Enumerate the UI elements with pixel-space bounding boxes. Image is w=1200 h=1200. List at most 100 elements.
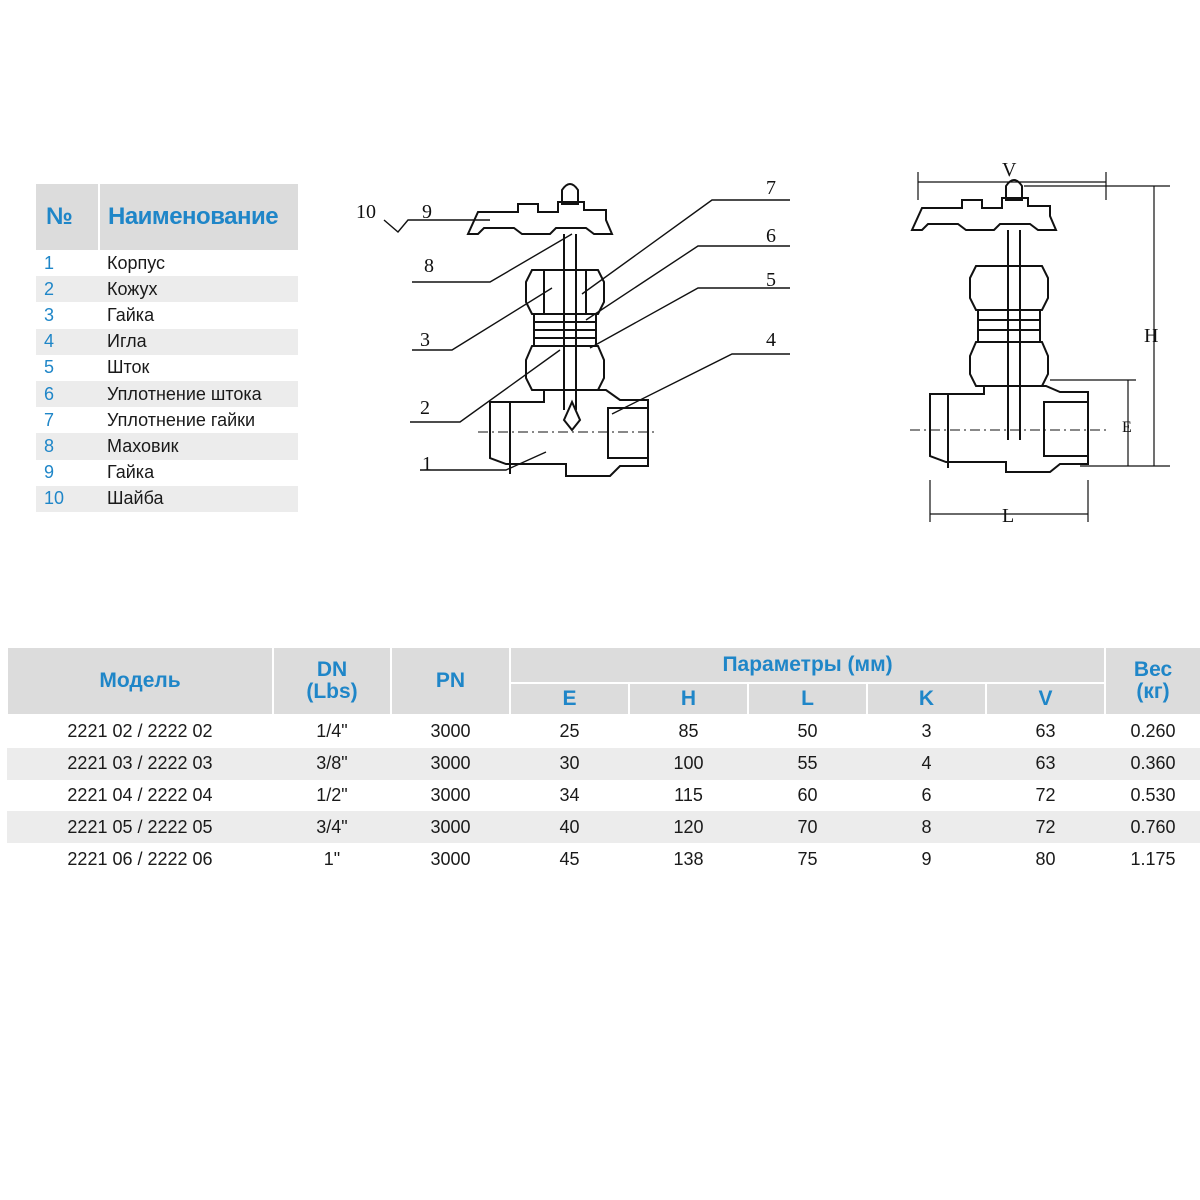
spec-header-pn: PN	[390, 646, 511, 716]
part-name: Шайба	[99, 485, 298, 512]
spec-k: 4	[867, 747, 986, 780]
spec-row: 2221 02 / 2222 02 1/4" 3000 25 85 50 3 6…	[7, 715, 1200, 748]
spec-header-k: K	[866, 682, 987, 716]
spec-weight: 0.260	[1130, 721, 1176, 742]
part-name: Кожух	[99, 276, 298, 303]
part-name: Игла	[99, 328, 298, 355]
callout-10: 10	[356, 201, 376, 223]
spec-pn: 3000	[391, 747, 510, 780]
spec-l: 50	[797, 721, 818, 742]
parts-row: 1 Корпус	[36, 250, 298, 276]
dimension-label-e: E	[1122, 419, 1132, 436]
spec-weight: 0.530	[1130, 784, 1176, 805]
callout-9: 9	[422, 201, 432, 223]
spec-e: 40	[510, 811, 629, 844]
spec-h: 100	[629, 747, 748, 780]
spec-header-dn-line2: (Lbs)	[306, 680, 358, 703]
spec-v: 63	[986, 747, 1106, 780]
parts-header-number: №	[36, 184, 99, 250]
spec-v: 80	[1035, 848, 1056, 869]
spec-pn: 3000	[430, 721, 471, 742]
spec-table-header-row-1: Модель DN (Lbs) PN Параметры (мм) Вес (к…	[6, 646, 1200, 716]
part-name: Уплотнение гайки	[107, 409, 256, 430]
spec-l: 55	[748, 747, 867, 780]
spec-k: 3	[921, 721, 932, 742]
spec-header-l: L	[747, 682, 868, 716]
part-name: Маховик	[99, 433, 298, 460]
spec-k: 9	[921, 848, 932, 869]
valve-section-outline	[466, 183, 658, 477]
spec-header-dn-line1: DN	[316, 657, 348, 681]
spec-model: 2221 03 / 2222 03	[7, 747, 273, 780]
callout-leaders	[383, 199, 790, 471]
parts-row: 9 Гайка	[36, 460, 298, 486]
part-number: 6	[36, 380, 99, 408]
callout-2: 2	[420, 397, 430, 419]
spec-h: 120	[629, 811, 748, 844]
callout-6: 6	[766, 225, 776, 247]
spec-model: 2221 04 / 2222 04	[67, 784, 213, 805]
spec-table-header-row-2: E H L K V	[7, 682, 1200, 716]
spec-header-v: V	[984, 682, 1107, 716]
callout-1: 1	[422, 453, 432, 475]
callout-8: 8	[424, 255, 434, 277]
spec-e: 30	[510, 747, 629, 780]
spec-row: 2221 05 / 2222 05 3/4" 3000 40 120 70 8 …	[7, 811, 1200, 844]
spec-model: 2221 05 / 2222 05	[7, 811, 273, 844]
callout-4: 4	[766, 329, 776, 351]
spec-h: 115	[674, 784, 703, 805]
callout-5: 5	[766, 269, 776, 291]
parts-header-name: Наименование	[98, 184, 298, 250]
part-number: 4	[36, 328, 99, 355]
dimension-label-v: V	[1002, 159, 1017, 181]
spec-v: 72	[986, 811, 1106, 844]
parts-row: 3 Гайка	[36, 302, 298, 328]
spec-pn: 3000	[391, 811, 510, 844]
spec-dn: 3/4"	[273, 811, 391, 844]
spec-k: 8	[867, 811, 986, 844]
spec-dn: 3/8"	[273, 747, 391, 780]
spec-pn: 3000	[430, 784, 471, 805]
valve-section-drawing: 10 9 8 3 2 1 7 6 5 4	[356, 177, 790, 477]
part-number: 5	[44, 357, 55, 378]
part-name: Гайка	[107, 304, 155, 325]
part-number: 9	[44, 462, 55, 483]
part-name: Уплотнение штока	[99, 380, 298, 408]
spec-row: 2221 03 / 2222 03 3/8" 3000 30 100 55 4 …	[7, 747, 1200, 780]
part-number: 3	[44, 304, 55, 325]
part-name: Гайка	[107, 462, 155, 483]
spec-header-weight-line2: (кг)	[1136, 680, 1170, 703]
spec-header-params: Параметры (мм)	[508, 646, 1107, 684]
spec-l: 60	[797, 784, 818, 805]
spec-e: 25	[559, 721, 580, 742]
spec-header-weight-line1: Вес	[1133, 657, 1173, 681]
valve-dimension-drawing: V H E L	[910, 159, 1170, 527]
spec-weight: 1.175	[1130, 848, 1176, 869]
part-number: 10	[36, 485, 99, 512]
spec-dn: 1/2"	[316, 784, 348, 805]
part-name: Корпус	[107, 252, 166, 273]
callout-3: 3	[420, 329, 430, 351]
spec-header-model: Модель	[6, 646, 274, 716]
spec-v: 72	[1035, 784, 1056, 805]
spec-header-weight: Вес (кг)	[1104, 646, 1200, 716]
spec-l: 70	[748, 811, 867, 844]
spec-weight: 0.760	[1105, 811, 1200, 844]
callout-7: 7	[766, 177, 776, 199]
dimension-label-l: L	[1002, 505, 1014, 527]
parts-table-header: № Наименование	[36, 184, 298, 250]
spec-header-h: H	[628, 682, 749, 716]
spec-model: 2221 06 / 2222 06	[67, 848, 213, 869]
spec-weight: 0.360	[1105, 747, 1200, 780]
spec-k: 6	[921, 784, 932, 805]
spec-header-dn: DN (Lbs)	[272, 646, 392, 716]
part-number: 1	[44, 252, 55, 273]
spec-v: 63	[1035, 721, 1056, 742]
